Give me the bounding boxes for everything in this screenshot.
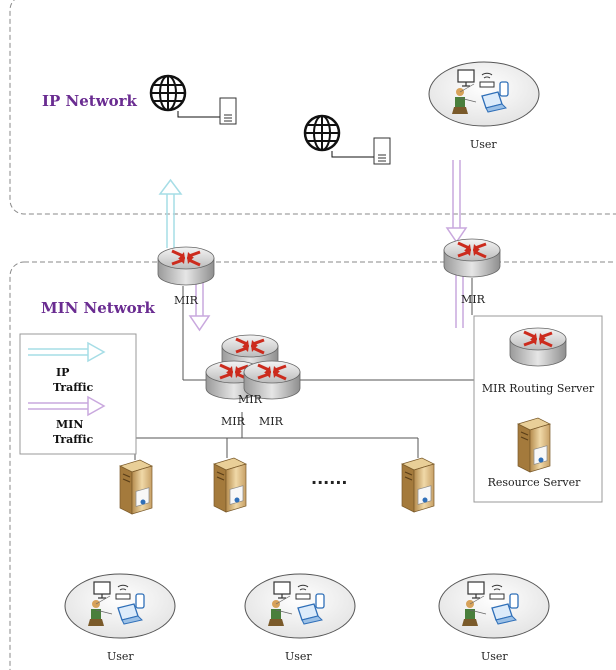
router-label: MIR	[221, 415, 246, 428]
user-devices-icon	[438, 573, 550, 639]
legend-traffic-label: Traffic	[53, 433, 94, 446]
routing-server-label: MIR Routing Server	[482, 382, 595, 395]
user-devices-icon	[428, 61, 540, 127]
ip-network-label: IP Network	[42, 92, 138, 110]
min-traffic-arrow	[445, 160, 468, 244]
router-label: MIR	[238, 393, 263, 406]
legend-min-label: MIN	[56, 418, 83, 431]
router-label: MIR	[259, 415, 284, 428]
router-label: MIR	[461, 293, 486, 306]
user-label: User	[481, 650, 508, 663]
user-label: User	[470, 138, 497, 151]
gateway-router-icon	[442, 237, 502, 279]
server-icon	[401, 457, 435, 513]
legend-ip-label: IP	[56, 366, 69, 379]
user-label: User	[107, 650, 134, 663]
legend: IP Traffic MIN Traffic	[19, 333, 137, 455]
user-devices-icon	[244, 573, 356, 639]
ellipsis: ......	[311, 469, 347, 488]
gateway-router-icon	[156, 245, 216, 287]
resource-server-icon	[517, 417, 551, 473]
server-icon	[213, 457, 247, 513]
min-network-region	[9, 261, 616, 670]
router-label: MIR	[174, 294, 199, 307]
user-label: User	[285, 650, 312, 663]
routing-server-icon	[508, 326, 568, 368]
min-traffic-arrow	[188, 280, 211, 332]
server-panel: MIR Routing Server Resource Server	[473, 315, 603, 503]
user-devices-icon	[64, 573, 176, 639]
min-network-label: MIN Network	[41, 299, 156, 317]
connection-lines	[134, 278, 475, 460]
resource-server-label: Resource Server	[488, 476, 582, 489]
ip-traffic-arrow	[158, 178, 183, 248]
server-icon	[119, 459, 153, 515]
internet-globe-icon	[149, 74, 238, 126]
internet-globe-icon	[303, 114, 392, 166]
legend-traffic-label: Traffic	[53, 381, 94, 394]
